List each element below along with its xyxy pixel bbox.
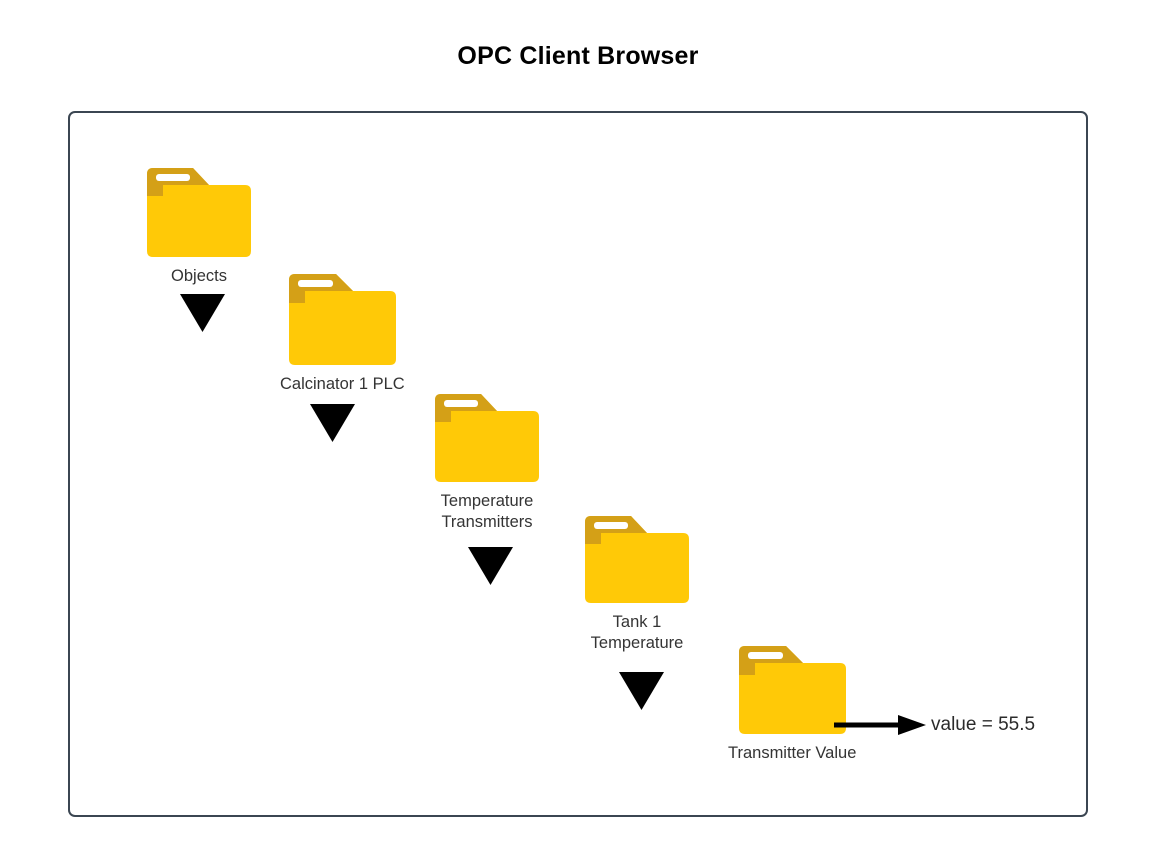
diagram-container: Objects Calcinator 1 PLC [68,111,1088,817]
value-readout: value = 55.5 [931,714,1036,735]
tree-node-calcinator-1-plc[interactable]: Calcinator 1 PLC [280,274,405,395]
connector-arrow-down-icon [310,404,355,447]
folder-icon [738,646,846,739]
tree-node-label: Transmitter Value [728,744,857,762]
tree-node-label: Objects [171,267,227,285]
tree-node-tank-1-temperature[interactable]: Tank 1 Temperature [585,516,689,654]
folder-icon [147,168,251,262]
tree-node-label: Tank 1 Temperature [590,613,684,652]
tree-node-temperature-transmitters[interactable]: Temperature Transmitters [435,394,539,533]
connector-arrow-down-icon [619,672,664,715]
value-output-arrow-icon [834,713,926,742]
tree-node-label: Temperature Transmitters [440,492,534,531]
page-title: OPC Client Browser [457,42,699,70]
connector-arrow-down-icon [468,547,513,590]
tree-node-transmitter-value[interactable]: Transmitter Value [728,646,856,764]
tree-node-objects[interactable]: Objects [147,168,251,287]
folder-icon [585,516,689,608]
connector-arrow-down-icon [180,294,225,337]
folder-icon [288,274,396,370]
folder-icon [435,394,539,487]
tree-node-label: Calcinator 1 PLC [280,375,405,393]
